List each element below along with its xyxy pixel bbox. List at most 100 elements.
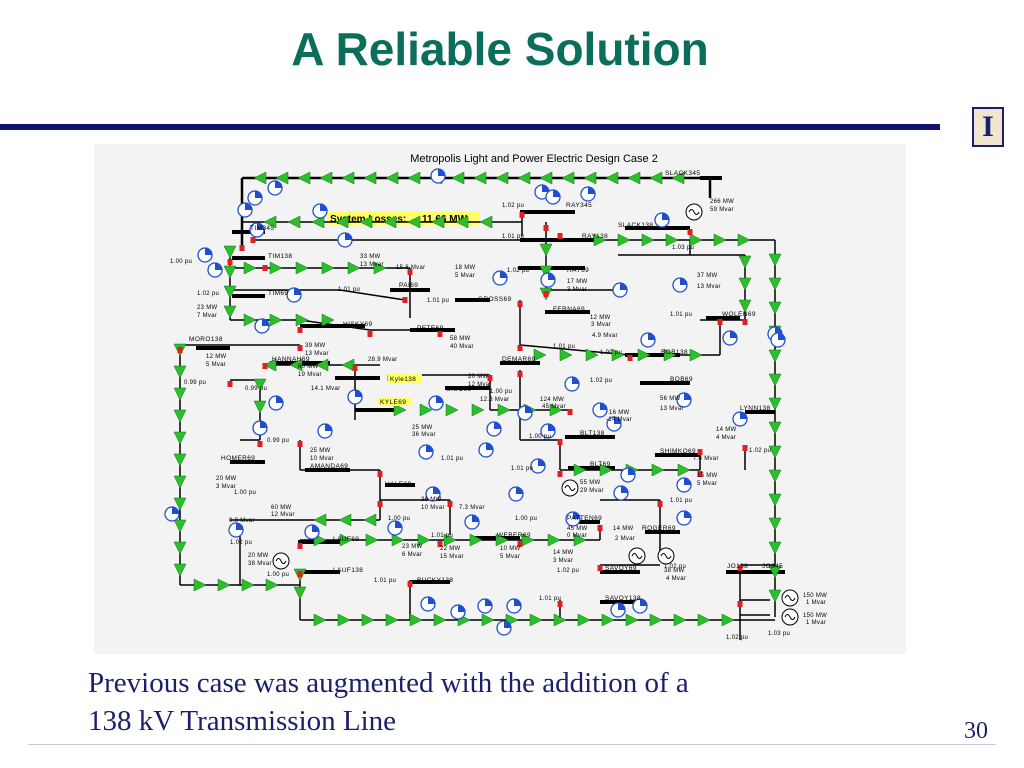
breaker-marker [687, 229, 693, 235]
bus-label: UIUC69 [446, 386, 472, 393]
flow-arrow [529, 613, 543, 627]
flow-label: 56 MW [660, 396, 681, 402]
flow-label: 1.02 pu [197, 291, 219, 297]
flow-label: 7 Mvar [197, 313, 217, 319]
flow-label: 1.00 pu [234, 490, 256, 496]
bus-label: BOB69 [670, 376, 693, 383]
gauge-fill [345, 233, 352, 240]
flow-arrow [768, 277, 782, 291]
flow-arrow [297, 171, 311, 185]
gauge-fill [778, 333, 785, 340]
flow-label: 12 Mvar [468, 382, 492, 388]
flow-arrow [347, 261, 361, 275]
flow-label: 1.01 pu [670, 498, 692, 504]
flow-arrow [671, 171, 685, 185]
flow-arrow [469, 533, 483, 547]
flow-arrow [275, 171, 289, 185]
flow-label: 5 Mvar [500, 554, 520, 560]
flow-label: 3 Mvar [216, 484, 236, 490]
breaker-marker [377, 471, 383, 477]
bus-label: HANNAH69 [272, 356, 310, 363]
bus-label: SAVOY138 [605, 595, 641, 602]
gauge-fill [275, 181, 282, 188]
gauge-fill [684, 393, 691, 400]
flow-arrow [269, 313, 283, 327]
flow-arrow [173, 497, 187, 511]
flow-arrow [361, 613, 375, 627]
flow-label: 1.02 pu [726, 635, 748, 641]
flow-label: 1.03 pu [768, 631, 790, 637]
breaker-marker [262, 363, 268, 369]
bus-label: HOMER69 [221, 455, 255, 462]
bus-label: WEBER69 [497, 532, 531, 539]
flow-arrow [223, 285, 237, 299]
flow-arrow [263, 215, 277, 229]
flow-label: 0 Mvar [567, 533, 587, 539]
gauge-fill [572, 377, 579, 384]
flow-arrow [311, 215, 325, 229]
gauge-fill [257, 223, 264, 230]
breaker-marker [742, 445, 748, 451]
flow-arrow [697, 613, 711, 627]
flow-arrow [338, 513, 352, 527]
breaker-marker [627, 355, 633, 361]
breaker-marker [657, 501, 663, 507]
flow-label: 1.01 pu [511, 466, 533, 472]
gauge-fill [494, 422, 501, 429]
flow-arrow [471, 403, 485, 417]
flow-arrow [265, 578, 279, 592]
breaker-marker [517, 371, 523, 377]
flow-arrow [549, 403, 563, 417]
flow-arrow [337, 613, 351, 627]
flow-label: 23 MW [402, 544, 423, 550]
breaker-marker [543, 291, 549, 297]
breaker-marker [517, 301, 523, 307]
flow-arrow [407, 215, 421, 229]
bus-label: LYNN138 [740, 405, 771, 412]
breaker-marker [557, 233, 563, 239]
diagram-labels: SLACK345RAY345SLACK138RAY138TIM345TIM138… [170, 170, 827, 641]
gauge-fill [504, 621, 511, 628]
gauge-fill [262, 319, 269, 326]
gauge-fill [172, 507, 179, 514]
flow-arrow [539, 171, 553, 185]
flow-arrow [768, 349, 782, 363]
flow-arrow [223, 265, 237, 279]
page-number: 30 [964, 718, 988, 744]
bus-label: SLACK138 [618, 222, 653, 229]
flow-arrow [673, 613, 687, 627]
flow-label: 13 Mvar [360, 262, 384, 268]
gauge-fill [355, 390, 362, 397]
generators [272, 203, 799, 626]
flow-arrow [533, 348, 547, 362]
flow-arrow [287, 215, 301, 229]
flow-label: 23 MW [197, 305, 218, 311]
flow-arrow [768, 421, 782, 435]
flow-label: 124 MW [540, 397, 564, 403]
gauge-fill [542, 185, 549, 192]
flow-label: 5 Mvar [206, 362, 226, 368]
flow-arrow [768, 517, 782, 531]
flow-label: 1.01 pu [441, 456, 463, 462]
flow-label: 3 Mvar [591, 322, 611, 328]
flow-label: 59 Mvar [710, 207, 734, 213]
gauge-fill [320, 204, 327, 211]
flow-label: 15 MW [697, 473, 718, 479]
flow-arrow [768, 301, 782, 315]
flow-label: 1.01 pu [427, 298, 449, 304]
flow-arrow [243, 261, 257, 275]
flow-arrow [473, 171, 487, 185]
flow-arrow [253, 400, 267, 414]
flow-arrow [663, 348, 677, 362]
generator-sine [784, 614, 796, 620]
flow-arrow [479, 215, 493, 229]
gauge-fill [684, 511, 691, 518]
gauge-fill [573, 512, 580, 519]
gauge-fill [426, 445, 433, 452]
flow-arrow [611, 348, 625, 362]
gauge-fill [740, 412, 747, 419]
flow-arrow [431, 215, 445, 229]
flow-arrow [173, 541, 187, 555]
flow-label: 12.8 Mvar [480, 397, 509, 403]
bus-label: SHIMKO69 [660, 448, 696, 455]
